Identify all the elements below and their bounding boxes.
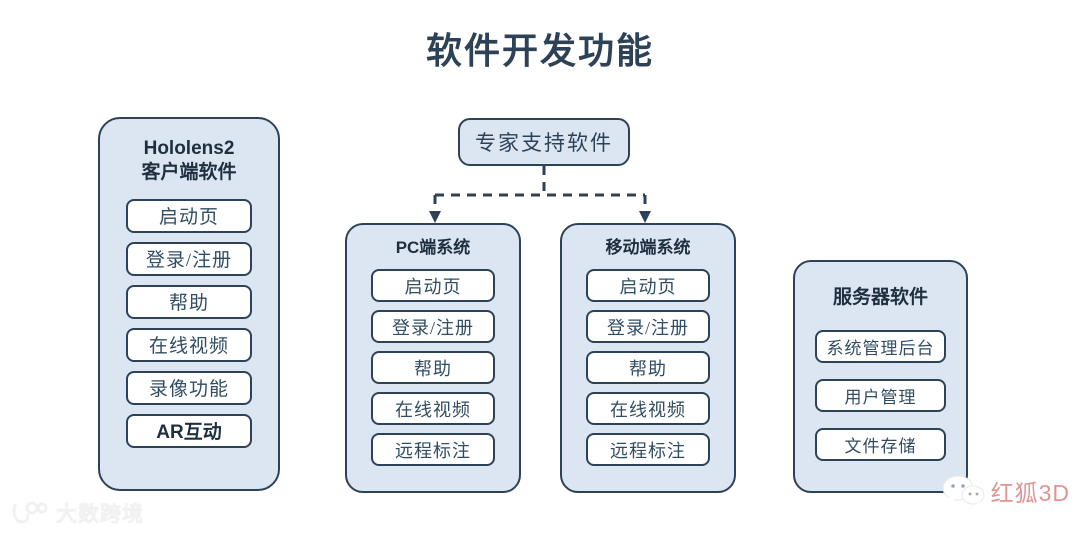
panel-hololens-item-list: 启动页 登录/注册 帮助 在线视频 录像功能 AR互动 <box>100 198 278 448</box>
watermark-left-text: 大数跨境 <box>56 503 144 526</box>
panel-hololens-title-line2: 客户端软件 <box>141 161 237 183</box>
panel-server-item-list: 系统管理后台 用户管理 文件存储 <box>795 329 966 461</box>
panel-hololens-client[interactable]: Hololens2 客户端软件 启动页 登录/注册 帮助 在线视频 录像功能 A… <box>98 117 280 491</box>
dashu-logo-icon <box>12 501 48 524</box>
list-item[interactable]: 远程标注 <box>586 433 710 467</box>
list-item[interactable]: 帮助 <box>126 284 252 319</box>
watermark-right-text: 红狐3D <box>990 480 1070 506</box>
list-item[interactable]: 启动页 <box>371 269 495 303</box>
list-item[interactable]: 启动页 <box>586 269 710 303</box>
node-expert-support-software[interactable]: 专家支持软件 <box>458 118 630 166</box>
list-item[interactable]: 登录/注册 <box>586 310 710 344</box>
list-item[interactable]: 在线视频 <box>371 392 495 426</box>
panel-mobile-system[interactable]: 移动端系统 启动页 登录/注册 帮助 在线视频 远程标注 <box>560 223 736 493</box>
list-item[interactable]: 在线视频 <box>126 327 252 362</box>
watermark-right: 红狐3D <box>941 474 1070 508</box>
wechat-icon <box>942 475 985 507</box>
panel-mobile-title: 移动端系统 <box>605 238 691 257</box>
panel-hololens-title: Hololens2 客户端软件 <box>100 137 278 185</box>
panel-pc-title: PC端系统 <box>395 238 471 257</box>
list-item[interactable]: 登录/注册 <box>126 241 252 276</box>
list-item[interactable]: 帮助 <box>371 351 495 385</box>
list-item[interactable]: 远程标注 <box>371 433 495 467</box>
list-item[interactable]: AR互动 <box>126 413 252 448</box>
list-item[interactable]: 录像功能 <box>126 370 252 405</box>
panel-mobile-item-list: 启动页 登录/注册 帮助 在线视频 远程标注 <box>562 269 734 467</box>
panel-server-title: 服务器软件 <box>832 287 928 308</box>
list-item[interactable]: 帮助 <box>586 351 710 385</box>
list-item[interactable]: 系统管理后台 <box>815 329 946 363</box>
list-item[interactable]: 启动页 <box>126 198 252 233</box>
arrowhead-mobile <box>639 211 651 223</box>
panel-pc-item-list: 启动页 登录/注册 帮助 在线视频 远程标注 <box>347 269 519 467</box>
panel-hololens-title-line1: Hololens2 <box>143 138 235 159</box>
panel-server-software[interactable]: 服务器软件 系统管理后台 用户管理 文件存储 <box>793 260 968 493</box>
list-item[interactable]: 用户管理 <box>815 378 946 412</box>
list-item[interactable]: 登录/注册 <box>371 310 495 344</box>
page-title: 软件开发功能 <box>425 30 654 71</box>
watermark-left: 大数跨境 <box>12 498 144 528</box>
panel-pc-system[interactable]: PC端系统 启动页 登录/注册 帮助 在线视频 远程标注 <box>345 223 521 493</box>
arrowhead-pc <box>429 211 441 223</box>
list-item[interactable]: 在线视频 <box>586 392 710 426</box>
list-item[interactable]: 文件存储 <box>815 427 946 461</box>
